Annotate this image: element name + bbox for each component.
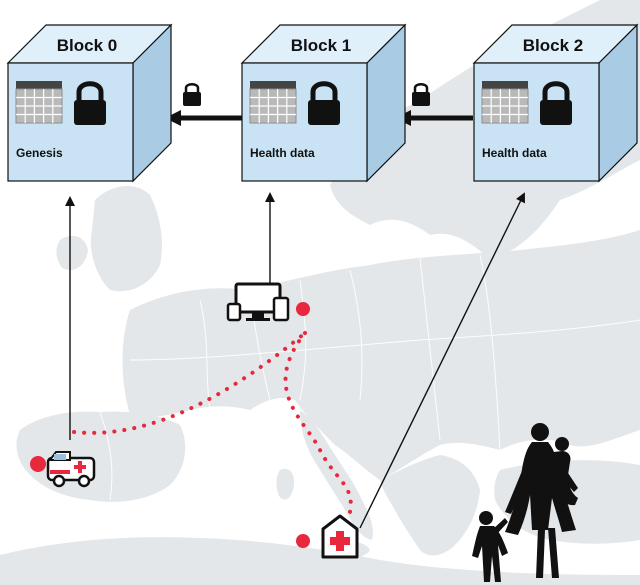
location-dot-ambulance [30, 456, 46, 472]
block-0-cube: Block 0 Genesis [6, 23, 173, 183]
block-1-cube: Block 1 Health data [240, 23, 407, 183]
arrow-clinic-to-block2 [359, 192, 525, 529]
family-silhouette-icon [472, 423, 578, 582]
padlock-icon [412, 83, 430, 106]
padlock-icon [540, 81, 572, 125]
patient-route [30, 302, 353, 548]
padlock-icon [183, 83, 201, 106]
table-icon [15, 81, 63, 124]
block-2-cube: Block 2 Health data [472, 23, 639, 183]
location-dot-devices [296, 302, 310, 316]
devices-icon [226, 282, 290, 322]
clinic-icon [321, 514, 359, 559]
padlock-icon [308, 81, 340, 125]
ambulance-icon [46, 451, 96, 488]
chain-links [165, 83, 473, 126]
block-2-label: Health data [482, 146, 547, 160]
upload-arrows [65, 192, 525, 529]
table-icon [481, 81, 529, 124]
route-ambulance-to-devices [72, 331, 307, 435]
table-icon [249, 81, 297, 124]
location-dot-clinic [296, 534, 310, 548]
block-0-title: Block 0 [57, 36, 117, 55]
block-2-title: Block 2 [523, 36, 583, 55]
padlock-icon [74, 81, 106, 125]
block-1-title: Block 1 [291, 36, 351, 55]
block-1-label: Health data [250, 146, 315, 160]
block-0-label: Genesis [16, 146, 63, 160]
